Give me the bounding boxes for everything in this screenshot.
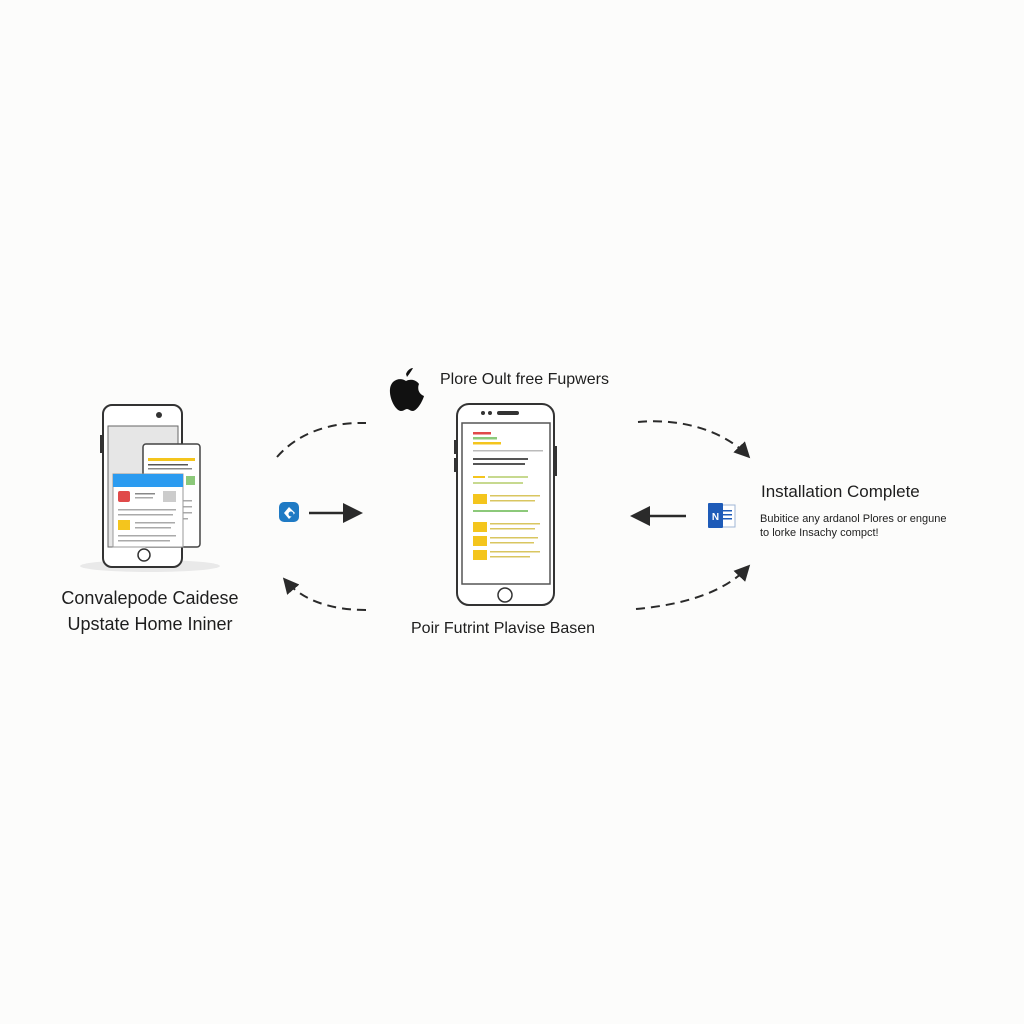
right-caption-line2: to lorke Insachy compct! bbox=[760, 527, 879, 539]
center-phone bbox=[454, 403, 557, 606]
center-caption-bottom: Poir Futrint Plavise Basen bbox=[411, 620, 596, 637]
word-doc-icon: N bbox=[708, 503, 736, 528]
arrow-right-bottom-arc bbox=[635, 564, 751, 610]
left-doc-card bbox=[112, 473, 184, 548]
arrow-right-top-arc bbox=[637, 420, 751, 459]
app-badge-icon bbox=[279, 502, 299, 522]
arrow-left-bottom-arc bbox=[282, 577, 367, 611]
arrow-left-top-arc bbox=[276, 421, 367, 458]
left-connector-group bbox=[276, 421, 367, 611]
center-caption-top: Plore Oult free Fupwers bbox=[440, 371, 609, 388]
left-caption-line2: Upstate Home Ininer bbox=[67, 614, 233, 634]
left-device-group bbox=[80, 404, 220, 572]
left-caption-line1: Convalepode Caidese bbox=[61, 588, 239, 608]
apple-logo-icon bbox=[389, 368, 424, 411]
right-caption-line1: Bubitice any ardanol Plores or engune bbox=[760, 513, 947, 525]
svg-text:N: N bbox=[712, 512, 719, 523]
right-caption-title: Installation Complete bbox=[761, 482, 920, 501]
right-connector-group bbox=[630, 420, 751, 610]
